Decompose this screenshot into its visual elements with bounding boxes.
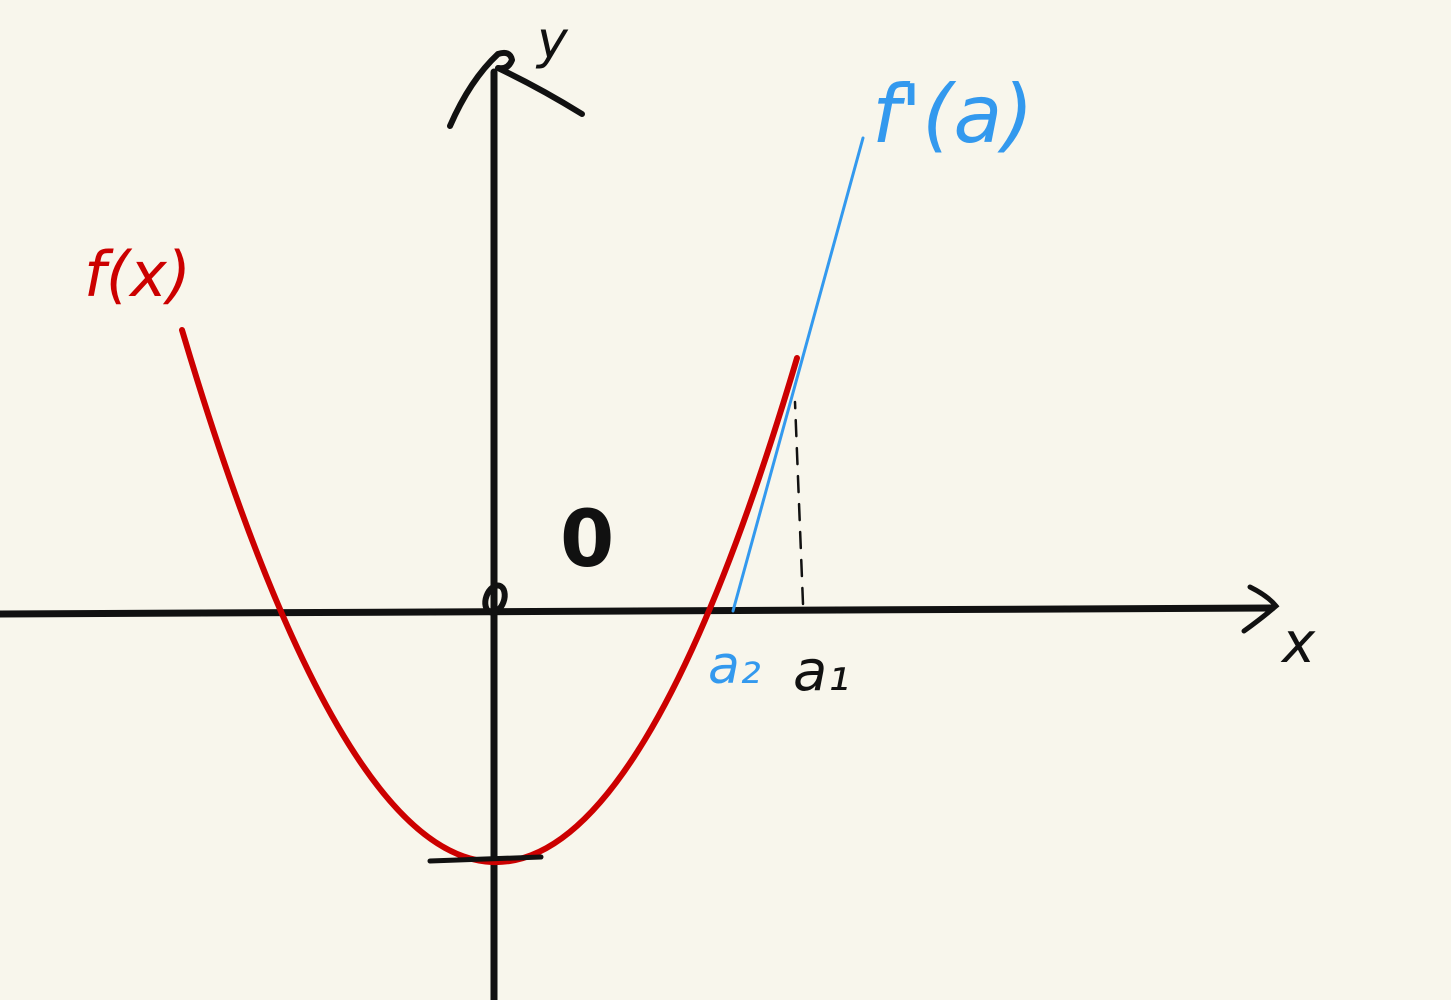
x-axis-arrowhead [1241, 584, 1280, 634]
y-axis-arrowhead [447, 49, 585, 129]
a1-label: a₁ [793, 639, 850, 704]
tangent-line [731, 136, 865, 613]
function-label: f(x) [84, 238, 191, 311]
minimum-tick [427, 854, 544, 864]
x-axis-line [0, 604, 1276, 618]
a2-label: a₂ [708, 636, 761, 696]
zero-mark-label: 0 [560, 495, 614, 585]
tangent-label: f'(a) [872, 68, 1034, 161]
x-axis-label: x [1280, 611, 1316, 676]
dashed-guide-line [793, 400, 805, 606]
y-axis-label: y [535, 11, 569, 71]
function-curve [179, 327, 800, 866]
origin-mark [482, 582, 508, 616]
